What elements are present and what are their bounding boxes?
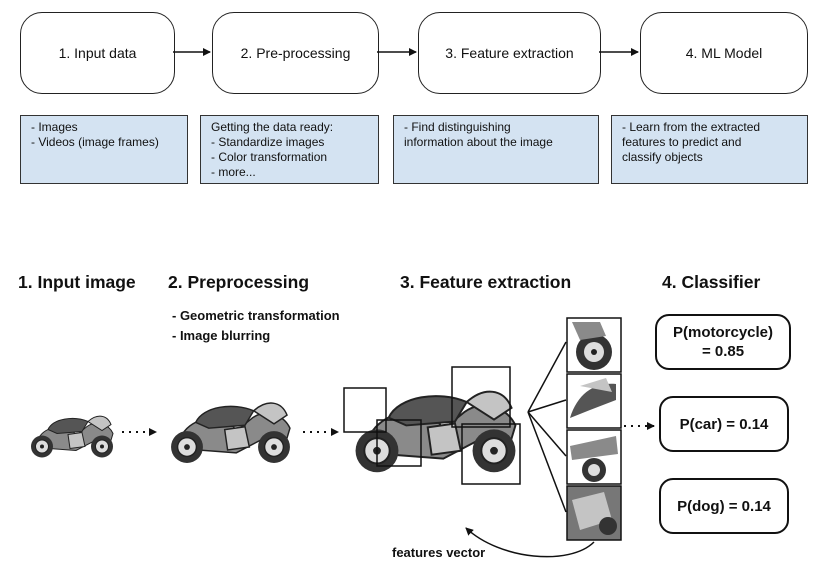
note-line: - Find distinguishing — [404, 120, 511, 134]
preprocessing-steps: - Geometric transformation - Image blurr… — [172, 306, 340, 346]
motorcycle-icon — [30, 415, 114, 459]
stage-label: 2. Pre-processing — [240, 45, 351, 61]
note-line: - Color transformation — [211, 150, 328, 164]
heading-input-image: 1. Input image — [18, 272, 136, 292]
preprocessing-step: - Image blurring — [172, 328, 271, 343]
feature-patch — [566, 317, 622, 373]
note-line: classify objects — [622, 150, 703, 164]
note-ml-model: - Learn from the extracted features to p… — [611, 115, 808, 184]
feature-patch — [566, 373, 622, 429]
classifier-car: P(car) = 0.14 — [659, 396, 789, 452]
features-vector-label: features vector — [392, 545, 486, 560]
stage-ml-model: 4. ML Model — [640, 12, 808, 94]
note-line: Getting the data ready: — [211, 120, 334, 134]
note-line: - Videos (image frames) — [31, 135, 159, 149]
note-input-data: - Images - Videos (image frames) — [20, 115, 188, 184]
feature-box — [461, 423, 521, 485]
note-line: - Images — [31, 120, 78, 134]
stage-label: 1. Input data — [58, 45, 137, 61]
curved-arrow-icon — [465, 527, 595, 558]
preprocessing-step: - Geometric transformation — [172, 308, 340, 323]
heading-classifier: 4. Classifier — [662, 272, 761, 292]
feature-box — [451, 366, 511, 428]
motorcycle-icon — [170, 402, 291, 464]
heading-feature-extraction: 3. Feature extraction — [400, 272, 572, 292]
fan-line — [527, 411, 567, 513]
stage-label: 4. ML Model — [685, 45, 763, 61]
note-line: features to predict and — [622, 135, 742, 149]
stage-feature-extraction: 3. Feature extraction — [418, 12, 601, 94]
fan-line — [527, 399, 567, 413]
feature-box — [376, 419, 422, 467]
classifier-label: P(dog) = 0.14 — [677, 497, 771, 515]
heading-preprocessing: 2. Preprocessing — [168, 272, 310, 292]
classifier-value: = 0.85 — [701, 343, 745, 360]
stage-input-data: 1. Input data — [20, 12, 175, 94]
stage-pre-processing: 2. Pre-processing — [212, 12, 379, 94]
classifier-dog: P(dog) = 0.14 — [659, 478, 789, 534]
feature-box — [343, 387, 387, 433]
fan-line — [527, 411, 567, 457]
feature-patch — [566, 485, 622, 541]
note-line: - more... — [211, 165, 256, 179]
note-feature-extraction: - Find distinguishing information about … — [393, 115, 599, 184]
note-line: - Standardize images — [211, 135, 325, 149]
note-line: information about the image — [404, 135, 553, 149]
note-pre-processing: Getting the data ready: - Standardize im… — [200, 115, 379, 184]
fan-line — [527, 341, 567, 413]
classifier-label: P(car) = 0.14 — [679, 415, 769, 433]
classifier-label: P(motorcycle) — [672, 324, 774, 341]
feature-patch — [566, 429, 622, 485]
classifier-motorcycle: P(motorcycle) = 0.85 — [655, 314, 791, 370]
note-line: - Learn from the extracted — [622, 120, 761, 134]
stage-label: 3. Feature extraction — [445, 45, 574, 61]
